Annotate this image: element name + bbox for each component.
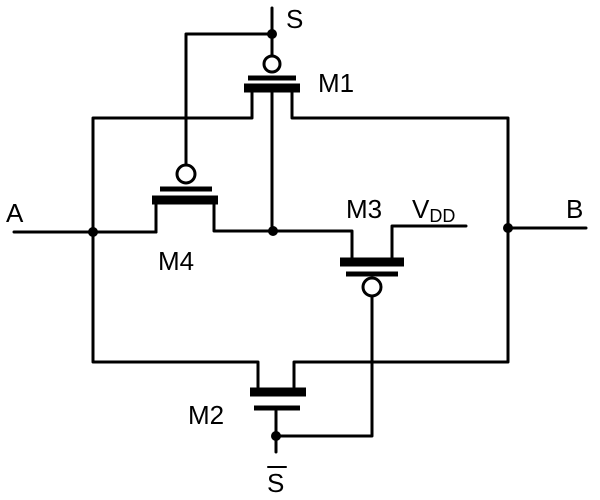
label-m1: M1 bbox=[318, 68, 354, 98]
wire-m3-gate-to-sbar bbox=[274, 294, 374, 438]
wire-m4-to-mid bbox=[212, 200, 354, 260]
junctions bbox=[88, 29, 513, 441]
label-s-bar: S bbox=[267, 468, 284, 498]
wire-m1-to-a bbox=[91, 88, 254, 234]
label-a: A bbox=[6, 198, 24, 228]
wires bbox=[12, 6, 588, 454]
inversion-bubble bbox=[175, 163, 197, 185]
junction-s bbox=[267, 29, 277, 39]
wire-b-to-m2 bbox=[292, 226, 510, 389]
label-m2: M2 bbox=[188, 400, 224, 430]
wire-s-to-m4-gate bbox=[184, 32, 274, 167]
junction-a bbox=[88, 227, 98, 237]
label-vdd: VDD bbox=[412, 194, 455, 226]
transistor-m3 bbox=[340, 257, 404, 298]
label-m4: M4 bbox=[158, 246, 194, 276]
label-b: B bbox=[566, 194, 583, 224]
transistor-m4 bbox=[152, 163, 218, 205]
junction-mid bbox=[268, 226, 278, 236]
wire-m1-to-b bbox=[290, 88, 510, 230]
wire-a-to-m2 bbox=[91, 230, 260, 389]
inversion-bubble bbox=[361, 276, 383, 298]
transistor-m2 bbox=[250, 387, 306, 411]
junction-sbar bbox=[271, 431, 281, 441]
label-s: S bbox=[286, 4, 303, 34]
inversion-bubble bbox=[262, 54, 282, 74]
junction-b bbox=[503, 223, 513, 233]
labels: S M1 A M4 M3 VDD B M2 S bbox=[6, 4, 583, 498]
wire-m3-to-vdd bbox=[390, 224, 468, 260]
transistor-m1 bbox=[244, 50, 300, 93]
label-m3: M3 bbox=[346, 194, 382, 224]
